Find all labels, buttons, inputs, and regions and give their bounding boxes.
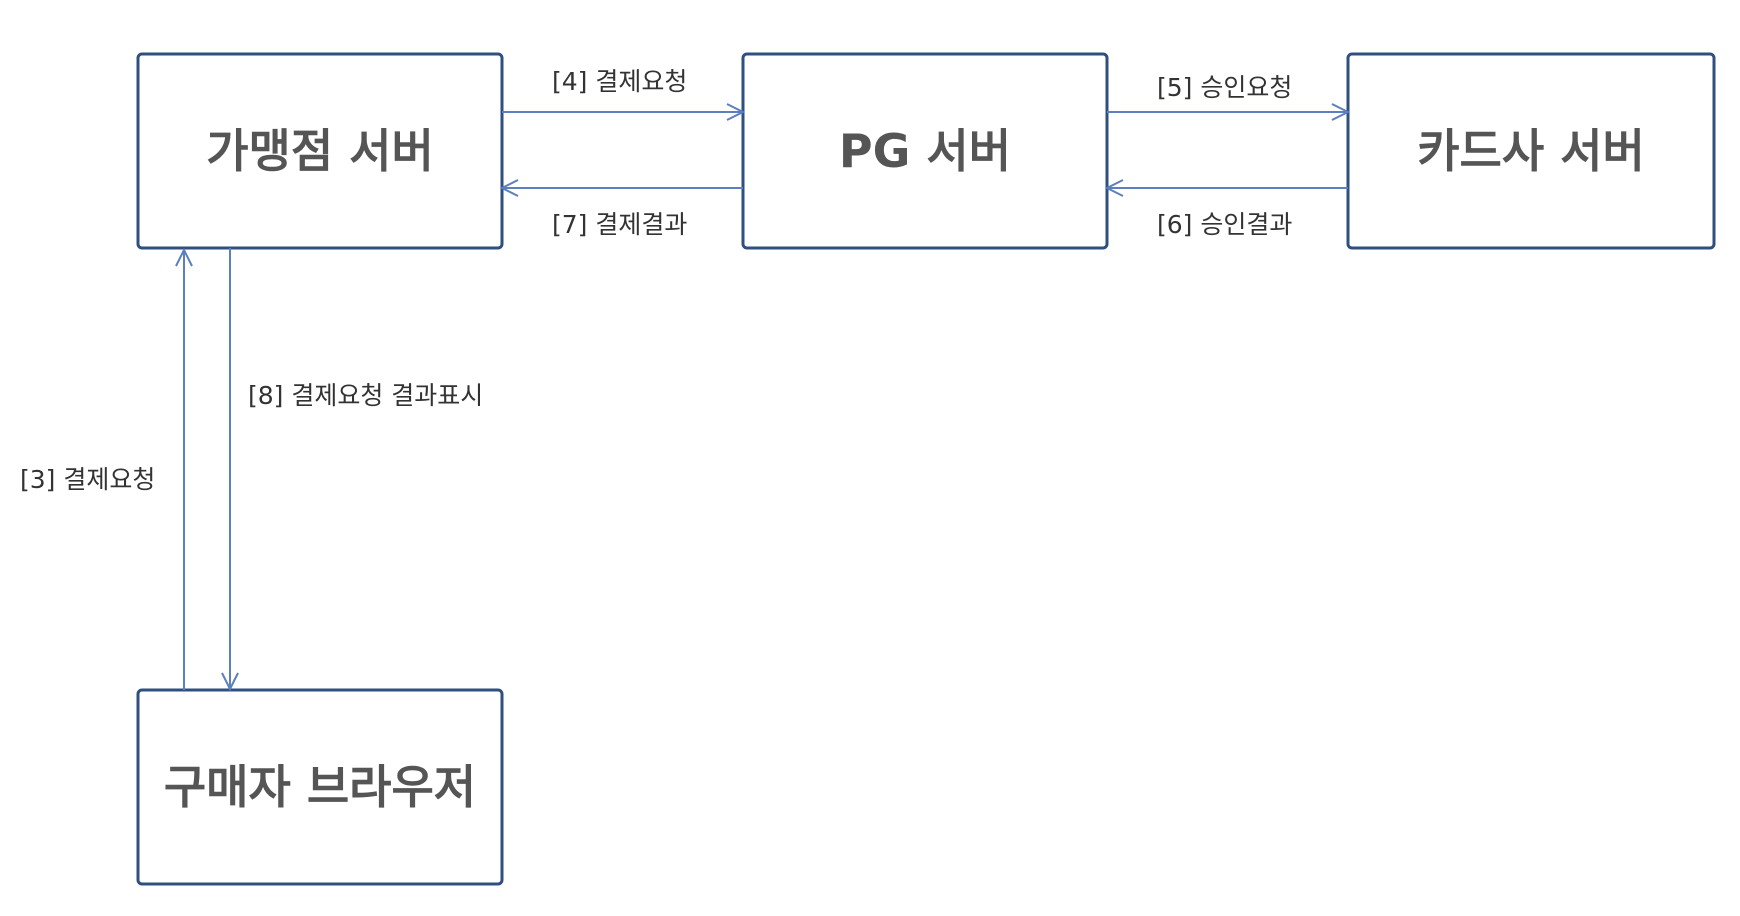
edge-payment-request-from-buyer: [3] 결제요청 bbox=[20, 247, 193, 690]
edge-approval-request-to-card: [5] 승인요청 bbox=[1107, 73, 1351, 121]
edge-label-8: [8] 결제요청 결과표시 bbox=[248, 381, 483, 410]
edge-payment-result-to-merchant: [7] 결제결과 bbox=[499, 179, 743, 239]
card-company-server-node: 카드사 서버 bbox=[1346, 52, 1716, 250]
arrowhead-up-icon bbox=[175, 247, 193, 267]
arrowhead-down-icon bbox=[221, 672, 239, 692]
buyer-browser-label: 구매자 브라우저 bbox=[164, 760, 476, 814]
pg-server-node: PG 서버 bbox=[741, 52, 1109, 250]
arrowhead-left-icon bbox=[1104, 179, 1124, 197]
edge-label-6: [6] 승인결과 bbox=[1157, 210, 1292, 239]
pg-server-label: PG 서버 bbox=[839, 124, 1011, 178]
edge-label-3: [3] 결제요청 bbox=[20, 465, 155, 494]
edge-approval-result-to-pg: [6] 승인결과 bbox=[1104, 179, 1348, 239]
arrowhead-right-icon bbox=[726, 103, 746, 121]
merchant-server-node: 가맹점 서버 bbox=[136, 52, 504, 250]
buyer-browser-node: 구매자 브라우저 bbox=[136, 688, 504, 886]
merchant-server-label: 가맹점 서버 bbox=[206, 124, 434, 178]
card-company-server-label: 카드사 서버 bbox=[1417, 124, 1645, 178]
edge-payment-request-to-pg: [4] 결제요청 bbox=[502, 67, 746, 121]
edge-label-4: [4] 결제요청 bbox=[552, 67, 687, 96]
edge-label-7: [7] 결제결과 bbox=[552, 210, 687, 239]
arrowhead-left-icon bbox=[499, 179, 519, 197]
edge-result-display-to-buyer: [8] 결제요청 결과표시 bbox=[221, 248, 483, 692]
edge-label-5: [5] 승인요청 bbox=[1157, 73, 1292, 102]
arrowhead-right-icon bbox=[1331, 103, 1351, 121]
